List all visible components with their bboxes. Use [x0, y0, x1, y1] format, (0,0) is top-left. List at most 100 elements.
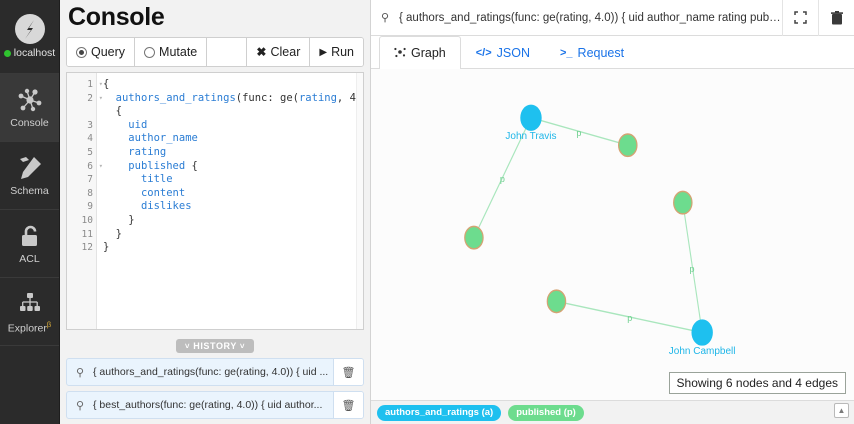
query-radio-icon: [76, 46, 87, 58]
editor-line-number: 11: [81, 228, 93, 240]
result-header: ⚲ { authors_and_ratings(func: ge(rating,…: [371, 0, 854, 36]
network-nodes-icon: [17, 87, 43, 113]
graph-edge-label: p: [689, 263, 695, 274]
graph-edge[interactable]: [530, 117, 628, 146]
close-icon: ✖: [256, 45, 267, 59]
graph-node[interactable]: [520, 104, 542, 131]
editor-line: }: [103, 213, 135, 226]
query-mode-radio[interactable]: Query: [67, 38, 136, 66]
result-panel: ⚲ { authors_and_ratings(func: ge(rating,…: [371, 0, 854, 424]
chevron-down-icon-right: ˅: [239, 342, 246, 351]
clear-button[interactable]: ✖ Clear: [247, 38, 311, 66]
history-toggle-label: HISTORY: [193, 341, 237, 351]
toolbar-spacer: [207, 38, 248, 66]
tab-json-label: JSON: [496, 46, 530, 60]
sidebar-item-explorer-label: Explorerβ: [7, 320, 51, 334]
editor-line: }: [103, 241, 110, 254]
editor-line-number: 12: [81, 242, 93, 254]
editor-code[interactable]: { authors_and_ratings(func: ge(rating, 4…: [97, 73, 363, 329]
tab-graph[interactable]: Graph: [379, 36, 461, 69]
search-icon: ⚲: [380, 12, 390, 24]
history-item[interactable]: ⚲ { best_authors(func: ge(rating, 4.0)) …: [66, 391, 364, 419]
editor-line-number: 10: [81, 214, 93, 226]
sidebar-item-explorer-text: Explorer: [7, 322, 47, 334]
tab-request[interactable]: >_ Request: [545, 36, 639, 69]
editor-line: author_name: [128, 132, 198, 145]
chevron-down-icon-left: ˅: [184, 342, 191, 351]
graph-node-label: John Campbell: [668, 346, 736, 358]
editor-line: title: [140, 173, 173, 186]
editor-line-number: [67, 105, 96, 119]
editor-line: uid: [128, 118, 148, 131]
legend-chip-published[interactable]: published (p): [508, 404, 584, 421]
graph-edge[interactable]: [473, 117, 532, 238]
delete-result-button[interactable]: [818, 0, 854, 36]
fullscreen-button[interactable]: [782, 0, 818, 36]
sidebar-item-acl[interactable]: ACL: [0, 210, 59, 278]
server-name-label: localhost: [13, 47, 56, 59]
code-icon: </>: [475, 47, 492, 59]
run-button[interactable]: ▶ Run: [310, 38, 363, 66]
editor-line: content: [140, 186, 186, 199]
legend-chip-authors[interactable]: authors_and_ratings (a): [377, 404, 502, 421]
query-panel: Console Query Mutate ✖ Clear ▶ Run 1▾2▾3…: [60, 0, 371, 424]
graph-node[interactable]: [464, 225, 484, 250]
sidebar-item-explorer[interactable]: Explorerβ: [0, 278, 59, 346]
history-item-text: { authors_and_ratings(func: ge(rating, 4…: [93, 366, 329, 378]
sidebar-brand[interactable]: localhost: [0, 0, 59, 74]
editor-line: published {: [128, 159, 198, 172]
editor-line: rating: [128, 145, 167, 158]
graph-node[interactable]: [673, 190, 693, 215]
graph-svg: [464, 104, 713, 346]
sidebar-item-schema-label: Schema: [10, 184, 49, 197]
graph-edge-label: p: [499, 173, 505, 184]
pencil-ruler-icon: [17, 155, 43, 181]
graph-node[interactable]: [546, 289, 567, 314]
page-title: Console: [68, 3, 165, 31]
tab-request-label: Request: [577, 46, 625, 60]
graph-node[interactable]: [691, 319, 713, 346]
result-query-summary: { authors_and_ratings(func: ge(rating, 4…: [399, 11, 782, 24]
mutate-mode-radio[interactable]: Mutate: [135, 38, 208, 66]
tab-json[interactable]: </> JSON: [461, 36, 545, 69]
sidebar-item-console[interactable]: Console: [0, 74, 59, 142]
mutate-mode-label: Mutate: [159, 45, 198, 59]
editor-line-number: 9: [87, 201, 93, 213]
query-mode-label: Query: [91, 45, 126, 59]
sidebar-item-acl-label: ACL: [19, 252, 40, 265]
graph-edge[interactable]: [682, 202, 703, 333]
editor-line-number: 7: [87, 174, 93, 186]
query-toolbar: Query Mutate ✖ Clear ▶ Run: [66, 37, 364, 67]
node-count-status: Showing 6 nodes and 4 edges: [668, 372, 846, 394]
history-list: ⚲ { authors_and_ratings(func: ge(rating,…: [60, 358, 370, 424]
sidebar-item-console-label: Console: [10, 116, 49, 129]
editor-line-number: 6▾: [87, 160, 103, 172]
editor-line-number: 2▾: [87, 92, 103, 104]
fold-arrow-icon[interactable]: ▾: [98, 161, 103, 170]
tab-graph-label: Graph: [411, 46, 446, 60]
sidebar-item-schema[interactable]: Schema: [0, 142, 59, 210]
history-item-delete-button[interactable]: 🗑: [333, 392, 363, 418]
fold-arrow-icon[interactable]: ▾: [98, 80, 103, 88]
editor-line: {: [103, 78, 110, 90]
editor-line: authors_and_ratings(func: ge(rating, 4.0…: [115, 91, 363, 104]
connection-status-dot: [3, 49, 11, 57]
editor-line-number: 4: [87, 133, 93, 145]
collapse-panel-icon[interactable]: ▲: [834, 403, 849, 418]
graph-node[interactable]: [618, 133, 638, 158]
history-item[interactable]: ⚲ { authors_and_ratings(func: ge(rating,…: [66, 358, 364, 386]
result-tabs: Graph </> JSON >_ Request: [371, 36, 854, 69]
graph-edge[interactable]: [556, 300, 703, 334]
sidebar: localhost Console: [0, 0, 60, 424]
history-item-delete-button[interactable]: 🗑: [333, 359, 363, 385]
history-toggle-button[interactable]: ˅ HISTORY ˅: [175, 339, 255, 353]
editor-scrollbar[interactable]: [356, 73, 363, 329]
editor-line-number: 1▾: [87, 79, 103, 90]
fold-arrow-icon[interactable]: ▾: [98, 93, 103, 102]
editor-line-number: 5: [87, 146, 93, 158]
history-item-text: { best_authors(func: ge(rating, 4.0)) { …: [93, 399, 323, 411]
